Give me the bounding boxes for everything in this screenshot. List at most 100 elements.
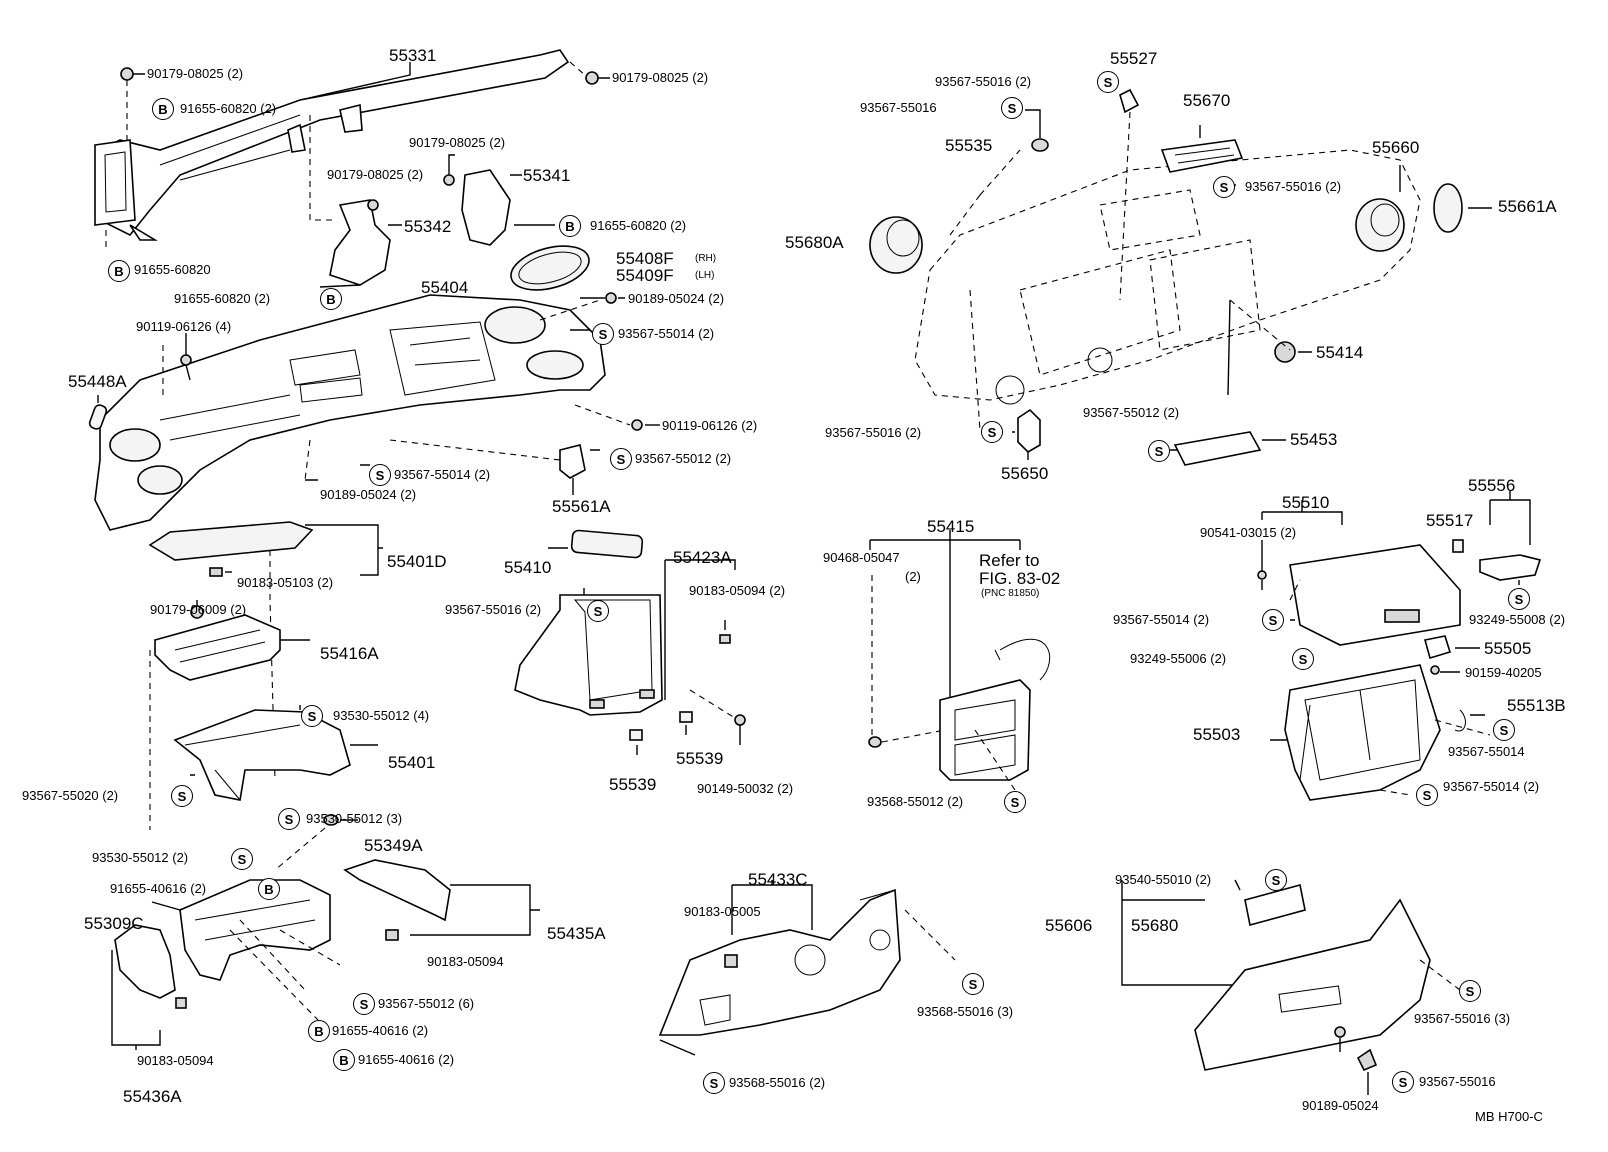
bolt-marker-b: B [333, 1049, 355, 1071]
part-label: 93567-55020 (2) [22, 788, 119, 803]
part-55436A-cover [114, 924, 176, 999]
part-label: 90119-06126 (4) [136, 319, 232, 334]
part-label: 93568-55016 (2) [729, 1075, 826, 1090]
part-label: 91655-60820 (2) [590, 218, 687, 233]
screw-marker-s: S [278, 808, 300, 830]
part-label: 93567-55016 (3) [1414, 1011, 1511, 1026]
part-label: 90179-06009 (2) [150, 602, 247, 617]
part-label: 55416A [320, 644, 379, 663]
part-55401D-lid [148, 521, 314, 561]
part-label: 91655-60820 (2) [180, 101, 277, 116]
part-label: 90183-05094 [137, 1053, 214, 1068]
part-55309C-bracket [179, 879, 331, 981]
part-55660-vent [1355, 198, 1405, 252]
part-label: 55670 [1183, 91, 1231, 110]
part-label: 55342 [404, 217, 452, 236]
part-label: 55401 [388, 753, 436, 772]
screw-marker-s: S [1097, 71, 1119, 93]
part-label: 90179-08025 (2) [147, 66, 244, 81]
screw-marker-s: S [1292, 648, 1314, 670]
screw-marker-s: S [962, 973, 984, 995]
part-label: 93567-55012 (6) [378, 996, 475, 1011]
part-label: 93530-55012 (3) [306, 811, 403, 826]
part-label: 93567-55012 (2) [635, 451, 732, 466]
part-55404-instrument-panel [94, 294, 606, 531]
part-55401-box [173, 709, 351, 801]
part-label: 90468-05047 [823, 550, 900, 565]
part-55410-cover [570, 529, 644, 559]
part-label: 55331 [389, 46, 437, 65]
part-55661A-ring [1433, 183, 1463, 233]
part-label: 55435A [547, 924, 606, 943]
part-55670-vent [1160, 139, 1244, 173]
part-label: (RH) [695, 253, 717, 264]
diagram-code: MB H700-C [1475, 1109, 1543, 1124]
part-55539-a [629, 729, 643, 741]
part-label: 55513B [1507, 696, 1566, 715]
part-label: 55404 [421, 278, 469, 297]
part-label: 93249-55006 (2) [1130, 651, 1227, 666]
part-label: 93567-55014 (2) [1443, 779, 1540, 794]
bolt-marker-b: B [108, 260, 130, 282]
part-label: 90179-08025 (2) [409, 135, 506, 150]
screw-marker-s: S [592, 323, 614, 345]
bolt-marker-b: B [320, 288, 342, 310]
part-label: 93530-55012 (4) [333, 708, 430, 723]
part-label: 55556 [1468, 476, 1516, 495]
screw-marker-s: S [1392, 1071, 1414, 1093]
part-label: 93567-55016 (2) [445, 602, 542, 617]
part-label: 90189-05024 (2) [320, 487, 417, 502]
screw-marker-s: S [610, 448, 632, 470]
part-55680-vent [1244, 884, 1306, 926]
part-label: 55341 [523, 166, 571, 185]
part-55517 [1452, 539, 1464, 553]
part-label: 55505 [1484, 639, 1532, 658]
part-label: 55650 [1001, 464, 1049, 483]
part-label: 55448A [68, 372, 127, 391]
part-label: 93567-55014 (2) [1113, 612, 1210, 627]
part-label: (LH) [695, 270, 715, 281]
part-label: 90183-05103 (2) [237, 575, 334, 590]
screw-marker-s: S [1416, 784, 1438, 806]
part-55505-lock [1423, 635, 1452, 660]
part-label: 55408F [616, 249, 674, 268]
part-label: 90179-08025 (2) [612, 70, 709, 85]
part-55416A-bracket [154, 614, 281, 681]
screw-marker-s: S [1148, 440, 1170, 462]
part-55435A-bracket [343, 859, 451, 922]
screw-marker-s: S [1001, 97, 1023, 119]
part-55408F-speaker-grille [510, 245, 590, 291]
screw-marker-s: S [1004, 791, 1026, 813]
part-55561A-clip [559, 444, 586, 479]
part-label: 55349A [364, 836, 423, 855]
part-label: 90183-05094 (2) [689, 583, 786, 598]
part-label: 90149-50032 (2) [697, 781, 794, 796]
part-label: 55606 [1045, 916, 1093, 935]
screw-marker-s: S [587, 600, 609, 622]
screw-marker-s: S [1213, 176, 1235, 198]
part-label: 55436A [123, 1087, 182, 1106]
part-label: 55415 [927, 517, 975, 536]
bolt-marker-b: B [559, 215, 581, 237]
part-label: 93567-55014 [1448, 744, 1525, 759]
part-label: 93567-55014 (2) [618, 326, 715, 341]
part-55503-glove-box [1284, 664, 1441, 801]
part-label: 90119-06126 (2) [662, 418, 758, 433]
part-label: 90183-05005 [684, 904, 761, 919]
part-label: 55503 [1193, 725, 1241, 744]
dashboard-assembly-overview [914, 149, 1421, 431]
part-55414-clip [1274, 341, 1296, 363]
part-label: 55680 [1131, 916, 1179, 935]
part-label: 55527 [1110, 49, 1158, 68]
part-label: 55433C [748, 870, 808, 889]
part-label: 91655-40616 (2) [332, 1023, 429, 1038]
screw-marker-s: S [1265, 869, 1287, 891]
part-55423A-cluster-housing [514, 594, 663, 716]
part-label: 55660 [1372, 138, 1420, 157]
part-label: 93567-55012 (2) [1083, 405, 1180, 420]
bolt-marker-b: B [308, 1020, 330, 1042]
part-label: 55453 [1290, 430, 1338, 449]
screw-marker-s: S [1508, 588, 1530, 610]
part-label: 90159-40205 [1465, 665, 1542, 680]
